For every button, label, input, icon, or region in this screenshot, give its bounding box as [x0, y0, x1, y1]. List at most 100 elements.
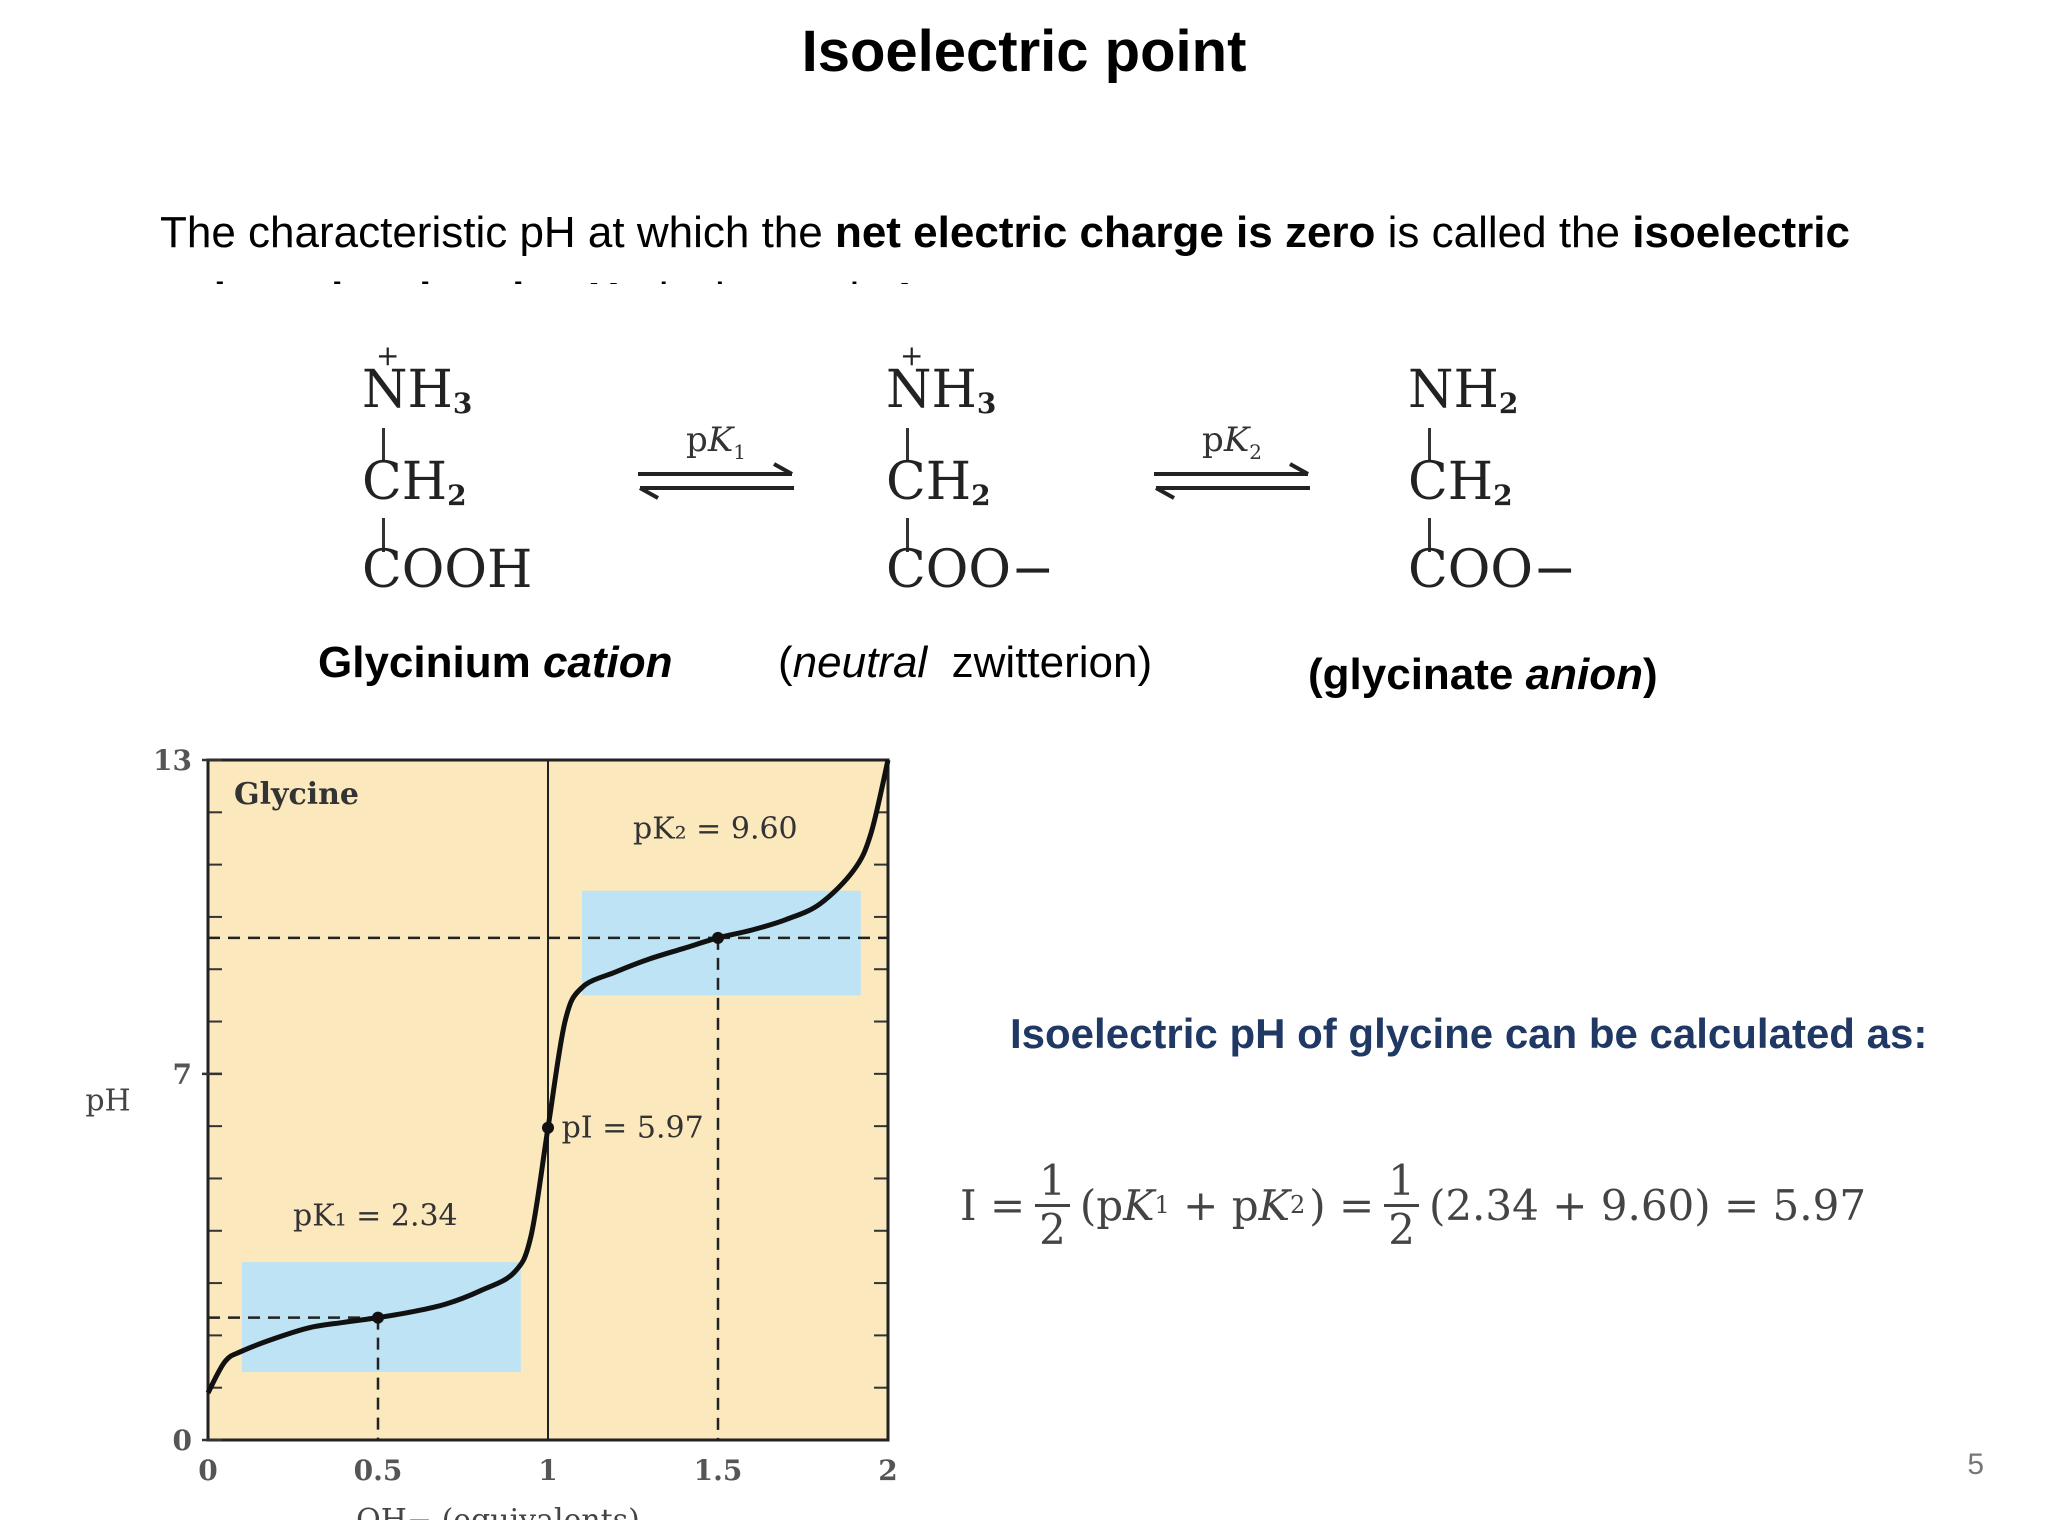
plot-frame [206, 758, 890, 1442]
formula-numbers: (2.34 + 9.60) = 5.97 [1428, 1180, 1867, 1230]
fraction-denominator: 2 [1039, 1204, 1066, 1254]
intro-bold: isoelectric pH [331, 274, 620, 284]
equilibrium-arrow-1: pK1 [636, 420, 796, 510]
bond-line [1428, 518, 1431, 552]
label-zwitterion: (neutral zwitterion) [778, 638, 1152, 688]
formula-plus: + p [1169, 1180, 1259, 1230]
label-text: ) [1642, 650, 1658, 699]
amino-text: NH [362, 360, 453, 420]
methylene-sub: 2 [971, 479, 991, 512]
amino-text: NH [1408, 360, 1499, 420]
calculation-heading: Isoelectric pH of glycine can be calcula… [1010, 1010, 1928, 1057]
species-zwitterion: + NH3 CH2 COO− [886, 340, 1086, 610]
intro-part: The characteristic pH at which the [160, 208, 835, 257]
pk2-label: pK2 [1152, 420, 1312, 464]
pk-p: p [1202, 420, 1224, 460]
slide-title: Isoelectric point [801, 19, 1247, 84]
y-axis-label: pH [85, 1083, 130, 1118]
species-cation: + NH3 CH2 COOH [362, 340, 562, 610]
annotation-point [542, 1121, 554, 1134]
formula-sub: 1 [1154, 1191, 1170, 1219]
x-tick-label: 0 [198, 1454, 217, 1487]
methylene-group: CH2 [886, 452, 991, 512]
intro-bold: isoelectric point [160, 208, 1850, 284]
x-tick-label: 2 [878, 1454, 897, 1487]
methylene-text: CH [886, 452, 972, 512]
pk1-label: pK1 [636, 420, 796, 464]
methylene-text: CH [1408, 452, 1494, 512]
annotation-label: pK₂ = 9.60 [633, 811, 798, 846]
carboxyl-group: COOH [362, 540, 533, 600]
methylene-text: CH [362, 452, 448, 512]
chart-plot-layer: pK₁ = 2.34 pI = 5.97 pK₂ = 9.60 Glycine 0 7 13… [85, 744, 897, 1520]
charge-plus: + [900, 339, 924, 372]
y-tick-label: 0 [173, 1424, 192, 1457]
formula-k: K [1123, 1180, 1155, 1230]
pk-p: p [686, 420, 708, 460]
intro-part: or [268, 274, 332, 284]
amino-group: NH3 [362, 360, 472, 420]
bond-line [1428, 428, 1431, 462]
annotation-label: pK₁ = 2.34 [293, 1199, 458, 1234]
methylene-sub: 2 [447, 479, 467, 512]
x-tick-label: 0.5 [354, 1454, 403, 1487]
bond-line [382, 518, 385, 552]
charge-plus: + [376, 339, 400, 372]
label-text: zwitterion) [927, 638, 1153, 687]
titration-chart: pK₁ = 2.34 pI = 5.97 pK₂ = 9.60 Glycine 0 7 13… [85, 744, 897, 1520]
label-italic: cation [542, 638, 673, 687]
x-tick-label: 1 [538, 1454, 557, 1487]
chart-title: Glycine [234, 777, 359, 812]
methylene-group: CH2 [362, 452, 467, 512]
methylene-sub: 2 [1493, 479, 1513, 512]
label-italic: neutral [792, 638, 928, 687]
intro-bold: net electric charge is zero [834, 208, 1376, 257]
bond-line [906, 518, 909, 552]
species-anion: NH2 CH2 COO− [1408, 340, 1608, 610]
methylene-group: CH2 [1408, 452, 1513, 512]
label-text: ( [778, 638, 793, 687]
pk-k: K [1223, 420, 1250, 460]
fraction-denominator: 2 [1388, 1204, 1415, 1254]
intro-text: The characteristic pH at which the net e… [160, 200, 1920, 284]
equilibrium-arrow-icon [1154, 462, 1310, 500]
label-text: (glycinate [1308, 650, 1526, 699]
y-tick-label: 13 [153, 744, 192, 777]
carboxylate-group: COO− [1408, 540, 1577, 600]
intro-part: , designated [620, 274, 872, 284]
amino-group: NH2 [1408, 360, 1518, 420]
formula-term: (p [1079, 1180, 1124, 1230]
bond-line [382, 428, 385, 462]
intro-bold: pI [872, 274, 911, 284]
formula-k: K [1258, 1180, 1290, 1230]
label-italic: anion [1525, 650, 1643, 699]
amino-group: NH3 [886, 360, 996, 420]
amino-sub: 3 [452, 387, 473, 420]
annotation-point [372, 1311, 384, 1324]
carboxylate-group: COO− [886, 540, 1055, 600]
fraction-numerator: 1 [1384, 1157, 1419, 1207]
equilibrium-arrow-icon [638, 462, 794, 500]
label-anion: (glycinate anion) [1308, 650, 1658, 700]
equilibrium-arrow-2: pK2 [1152, 420, 1312, 510]
amino-sub: 3 [976, 387, 997, 420]
y-tick-label: 7 [173, 1058, 192, 1091]
page-number: 5 [1967, 1448, 1984, 1481]
formula-sub: 2 [1290, 1191, 1306, 1219]
pk-k: K [707, 420, 734, 460]
x-tick-label: 1.5 [694, 1454, 743, 1487]
pk-sub: 2 [1249, 439, 1262, 464]
pk-sub: 1 [733, 439, 746, 464]
label-text: Glycinium [318, 638, 543, 687]
x-axis-label: OH− (equivalents) [356, 1503, 640, 1520]
amino-sub: 2 [1498, 387, 1519, 420]
annotation-label: pI = 5.97 [562, 1111, 704, 1146]
intro-part: is called the [1375, 208, 1633, 257]
label-cation: Glycinium cation [318, 638, 673, 688]
amino-text: NH [886, 360, 977, 420]
formula-term: ) = [1309, 1180, 1375, 1230]
fraction-numerator: 1 [1035, 1157, 1070, 1207]
